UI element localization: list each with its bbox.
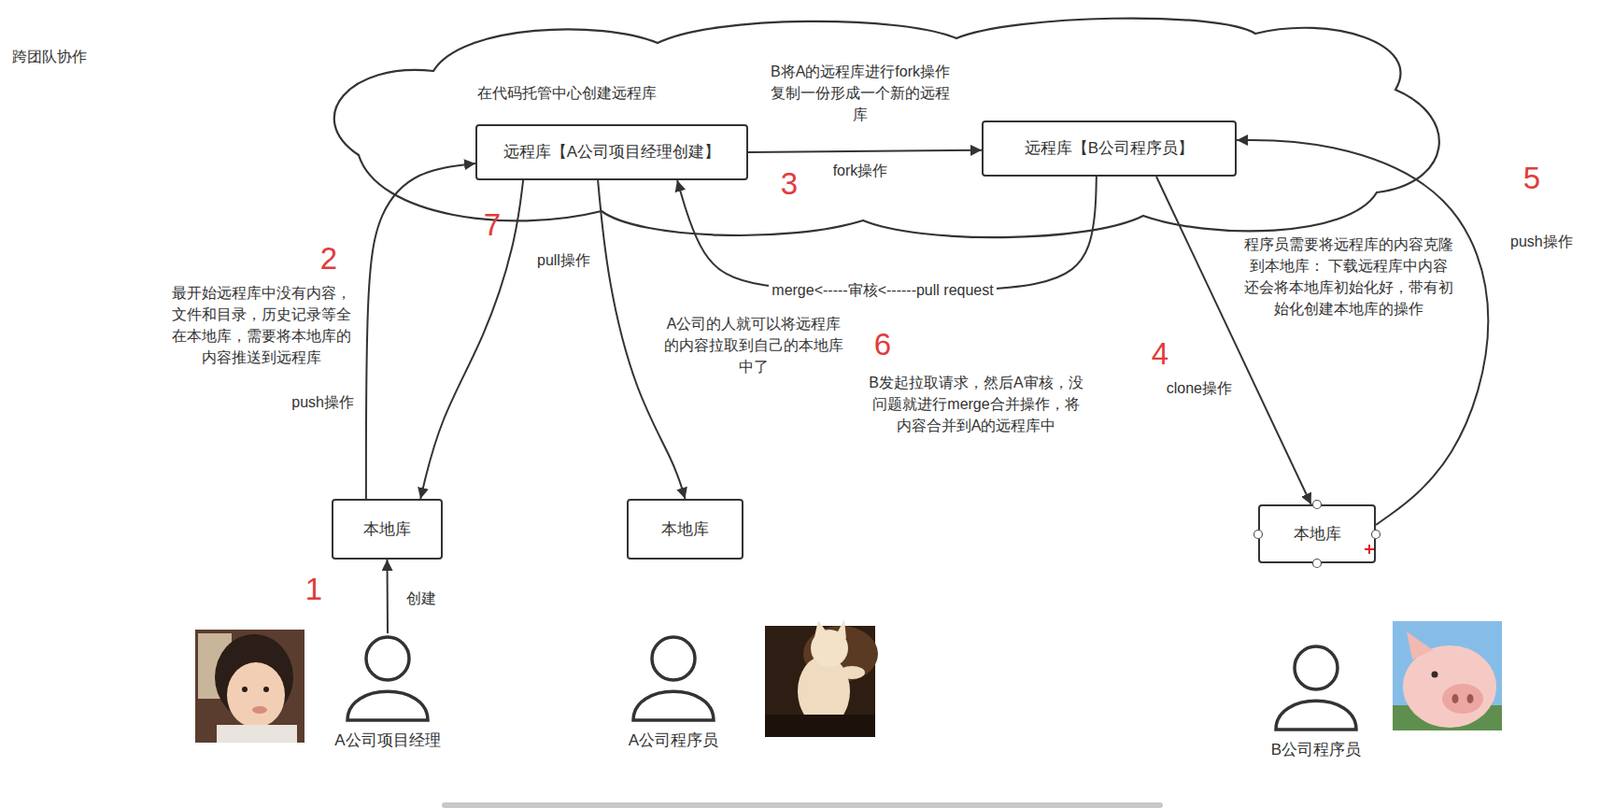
- edge-label: push操作: [1507, 231, 1576, 253]
- photo-cat-ear: [836, 619, 847, 639]
- person-node: A公司程序员: [612, 633, 735, 751]
- connector-arrow: [366, 163, 476, 499]
- person-node: A公司项目经理: [326, 633, 449, 751]
- diagram-title: 跨团队协作: [12, 46, 87, 68]
- edge-label: 创建: [403, 588, 439, 609]
- photo-shirt: [216, 724, 298, 743]
- cloud-text: 在代码托管中心创建远程库: [459, 82, 675, 104]
- add-cursor: [1364, 544, 1374, 554]
- photo-pig-eye: [1431, 671, 1439, 679]
- person-body: [1275, 700, 1357, 730]
- connector-arrow: [386, 559, 390, 634]
- selection-handle: [1313, 500, 1322, 510]
- repository-box: 本地库: [1258, 504, 1376, 564]
- edge-label: fork操作: [830, 160, 892, 182]
- photo-cat-ear: [814, 620, 828, 638]
- person-label: B公司程序员: [1255, 739, 1377, 761]
- connector-arrow: [677, 176, 1097, 291]
- cloud-shape: [334, 18, 1440, 239]
- node-text: 本地库: [1293, 523, 1342, 545]
- note-text: 程序员需要将远程库的内容克隆 到本地库： 下载远程库中内容 还会将本地库初始化好…: [1240, 233, 1458, 320]
- photo-cat-paw: [838, 665, 865, 680]
- callout-number: 5: [1523, 160, 1541, 197]
- edge-label: merge<-----审核<------pull request: [768, 280, 996, 301]
- person-head: [1294, 646, 1338, 690]
- photo-pig-snout: [1442, 683, 1484, 714]
- person-icon: [1269, 642, 1363, 733]
- photo-pig-ear: [1406, 631, 1433, 660]
- callout-number: 7: [483, 207, 501, 243]
- photo-ground: [195, 629, 305, 743]
- note-text: 最开始远程库中没有内容， 文件和目录，历史记录等全 在本地库，需要将本地库的 内…: [168, 282, 355, 369]
- callout-number: 3: [780, 166, 798, 202]
- photo-eye: [241, 686, 248, 693]
- person-body: [347, 691, 428, 721]
- connector-arrow: [1236, 140, 1488, 525]
- note-text: A公司的人就可以将远程库 的内容拉取到自己的本地库 中了: [660, 312, 848, 378]
- photo-face: [226, 662, 285, 728]
- callout-number: 1: [305, 571, 323, 608]
- node-text: 本地库: [661, 519, 709, 540]
- connector-arrow: [748, 150, 982, 153]
- photo-sky: [1392, 621, 1502, 731]
- photo-pig-nostril: [1467, 693, 1474, 704]
- person-head: [366, 637, 410, 680]
- selection-handle: [1254, 530, 1263, 539]
- edge-label: clone操作: [1163, 378, 1235, 399]
- repository-box: 远程库【B公司程序员】: [981, 120, 1237, 177]
- connector-arrow: [420, 180, 524, 499]
- repository-box: 本地库: [626, 498, 744, 560]
- callout-number: 2: [320, 240, 338, 277]
- person-node: B公司程序员: [1255, 642, 1377, 761]
- note-text: B发起拉取请求，然后A审核，没 问题就进行merge合并操作，将 内容合并到A的…: [864, 371, 1088, 437]
- cloud-region: 在代码托管中心创建远程库 B将A的远程库进行fork操作 复制一份形成一个新的远程…: [321, 14, 1449, 235]
- girl-photo: [195, 629, 305, 743]
- cloud-text: B将A的远程库进行fork操作 复制一份形成一个新的远程 库: [766, 60, 954, 126]
- callout-number: 6: [874, 326, 892, 363]
- node-text: 本地库: [363, 519, 411, 540]
- node-text: 远程库【A公司项目经理创建】: [503, 141, 721, 163]
- person-label: A公司项目经理: [326, 730, 449, 751]
- node-text: 远程库【B公司程序员】: [1024, 138, 1194, 159]
- photo-eye: [263, 686, 270, 693]
- photo-pig-head: [1402, 645, 1497, 728]
- photo-mouth: [252, 706, 268, 714]
- repository-box: 远程库【A公司项目经理创建】: [475, 124, 749, 181]
- selection-handle: [1372, 530, 1381, 539]
- callout-number: 4: [1151, 336, 1169, 372]
- person-head: [651, 637, 695, 680]
- scrollbar: [441, 802, 1163, 808]
- cat-photo: [764, 619, 878, 737]
- selection-handle: [1313, 559, 1322, 568]
- connectors: [366, 140, 1488, 634]
- person-body: [633, 691, 714, 721]
- photo-pig-nostril: [1452, 693, 1459, 704]
- person-icon: [626, 633, 721, 723]
- person-label: A公司程序员: [612, 730, 735, 751]
- pig-photo: [1392, 621, 1502, 731]
- repository-box: 本地库: [331, 498, 443, 560]
- photo-ledge: [764, 714, 876, 737]
- person-icon: [340, 633, 435, 723]
- edge-label: push操作: [288, 392, 357, 413]
- edge-label: pull操作: [534, 250, 594, 271]
